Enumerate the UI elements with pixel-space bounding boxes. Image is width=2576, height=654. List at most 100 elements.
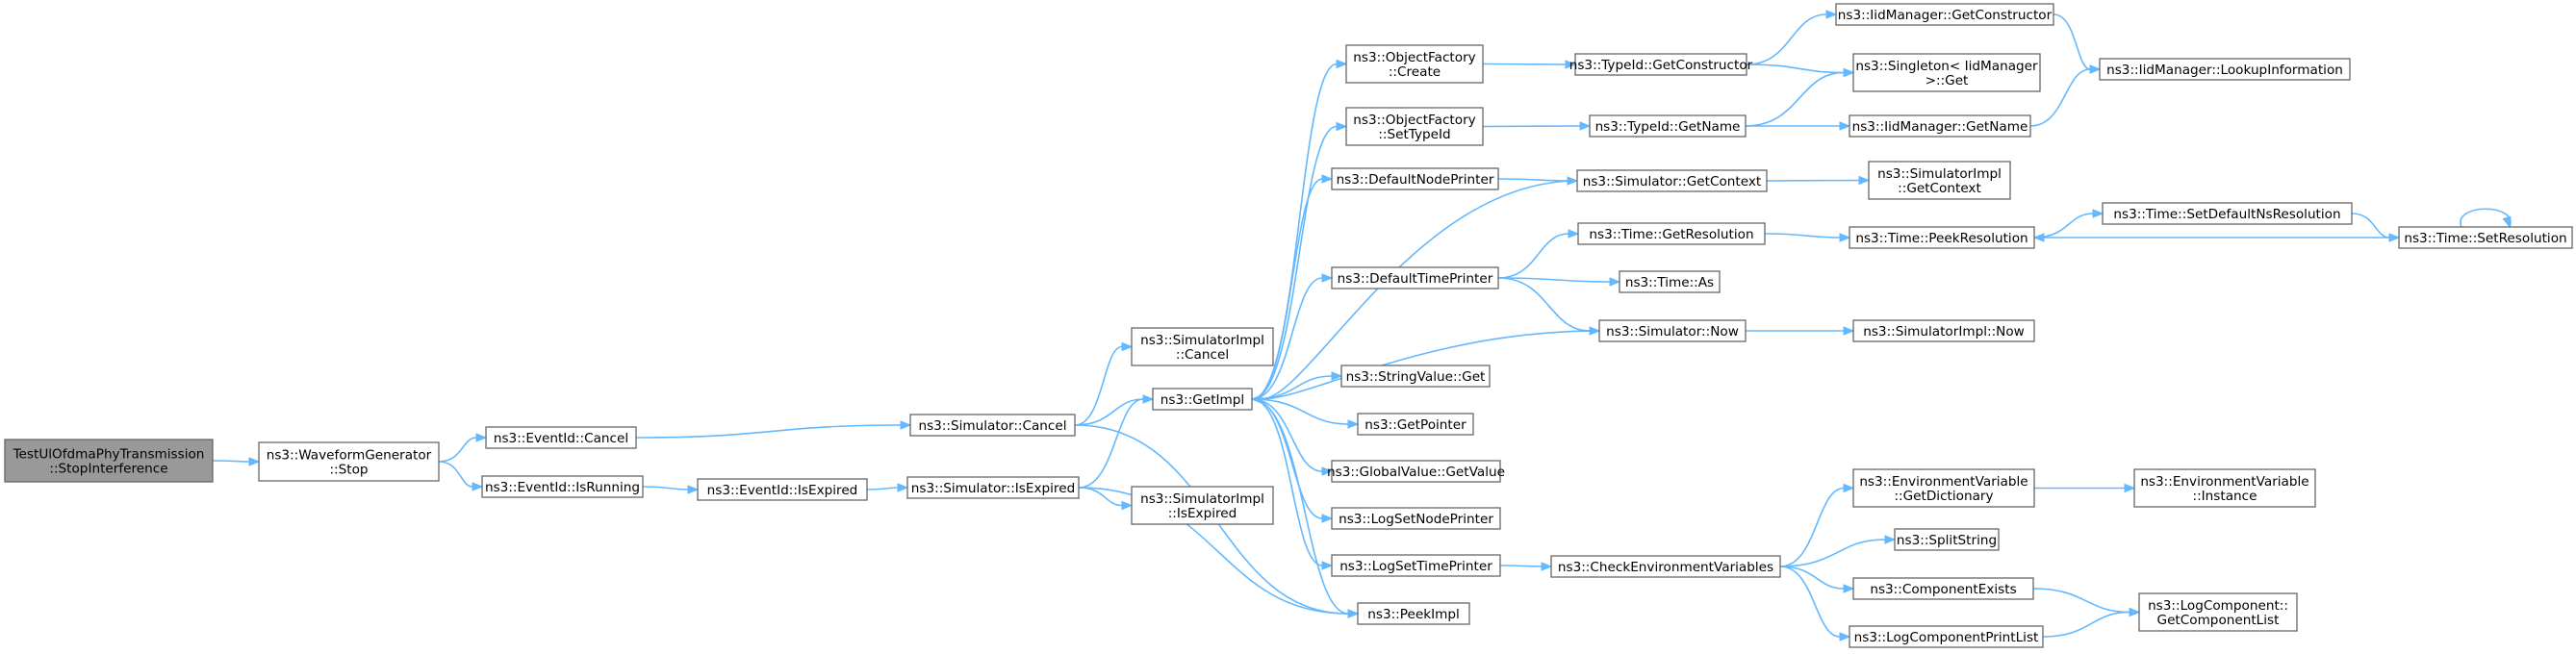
node-box: [1849, 625, 2044, 648]
node-componentexists[interactable]: ns3::ComponentExists: [1852, 577, 2034, 600]
node-defnodeprinter[interactable]: ns3::DefaultNodePrinter: [1331, 167, 1499, 190]
node-getimpl[interactable]: ns3::GetImpl: [1152, 388, 1253, 411]
node-box: [485, 426, 637, 449]
node-root[interactable]: TestUlOfdmaPhyTransmission::StopInterfer…: [4, 439, 214, 483]
edge-path: [1745, 71, 1845, 127]
edge-time-peekresolution-to-time-setdefaultnsres: [2033, 209, 2104, 239]
node-typeid-getconstructor[interactable]: ns3::TypeId::GetConstructor: [1569, 53, 1753, 76]
edge-arrowhead: [2032, 233, 2045, 242]
node-logcomponent-getcomponentlist[interactable]: ns3::LogComponent::GetComponentList: [2138, 592, 2298, 632]
node-box: [1619, 270, 1721, 293]
node-typeid-getname[interactable]: ns3::TypeId::GetName: [1589, 114, 1747, 138]
node-label: ns3::EnvironmentVariable: [1859, 474, 2028, 490]
node-simimpl-getcontext[interactable]: ns3::SimulatorImpl::GetContext: [1868, 161, 2011, 200]
node-deftimeprinter[interactable]: ns3::DefaultTimePrinter: [1331, 266, 1499, 289]
node-label: ns3::IidManager::LookupInformation: [2106, 63, 2343, 78]
node-checkenvvars[interactable]: ns3::CheckEnvironmentVariables: [1550, 555, 1781, 578]
node-eventid-isrunning[interactable]: ns3::EventId::IsRunning: [481, 475, 644, 498]
node-box: [4, 439, 214, 483]
node-box: [1852, 468, 2035, 508]
node-label: ns3::EventId::Cancel: [494, 431, 628, 446]
edge-path: [1078, 398, 1144, 489]
edge-path: [2460, 208, 2512, 228]
edge-arrowhead: [1347, 609, 1360, 618]
node-logsettimeprinter[interactable]: ns3::LogSetTimePrinter: [1331, 554, 1501, 577]
node-label: ns3::SimulatorImpl: [1877, 166, 2002, 182]
node-objf-create[interactable]: ns3::ObjectFactory::Create: [1345, 44, 1484, 84]
node-time-setdefaultnsres[interactable]: ns3::Time::SetDefaultNsResolution: [2102, 202, 2353, 225]
node-envvar-instance[interactable]: ns3::EnvironmentVariable::Instance: [2133, 468, 2316, 508]
edge-path: [1779, 566, 1845, 590]
node-simimpl-cancel[interactable]: ns3::SimulatorImpl::Cancel: [1131, 327, 1274, 366]
node-box: [1357, 602, 1470, 625]
node-sim-isexpired[interactable]: ns3::Simulator::IsExpired: [906, 476, 1080, 499]
node-eventid-isexpired[interactable]: ns3::EventId::IsExpired: [697, 478, 868, 501]
node-sim-getcontext[interactable]: ns3::Simulator::GetContext: [1576, 169, 1768, 192]
node-label: ns3::EventId::IsExpired: [707, 483, 858, 498]
edge-arrowhead: [2124, 483, 2136, 493]
edge-objf-settypeid-to-typeid-getname: [1482, 121, 1592, 131]
edge-path: [1078, 487, 1349, 615]
node-objf-settypeid[interactable]: ns3::ObjectFactory::SetTypeId: [1345, 107, 1484, 146]
node-stringvalue-get[interactable]: ns3::StringValue::Get: [1340, 365, 1491, 388]
edge-path: [1251, 398, 1323, 472]
node-sim-cancel[interactable]: ns3::Simulator::Cancel: [909, 414, 1076, 437]
node-label: ns3::Time::PeekResolution: [1855, 231, 2028, 246]
node-label: ns3::TypeId::GetName: [1595, 119, 1741, 135]
node-label: ns3::Singleton< IidManager: [1855, 59, 2038, 74]
node-label: ::Stop: [329, 463, 368, 478]
node-box: [1849, 226, 2035, 249]
node-box: [2099, 58, 2351, 81]
edge-path: [642, 486, 689, 490]
node-label: ::GetContext: [1898, 181, 1981, 196]
node-box: [1868, 161, 2011, 200]
node-logcomponentprintlist[interactable]: ns3::LogComponentPrintList: [1849, 625, 2044, 648]
node-time-getresolution[interactable]: ns3::Time::GetResolution: [1577, 222, 1766, 245]
edge-typeid-getconstructor-to-singleton-get: [1746, 63, 1855, 78]
edge-getimpl-to-globalvalue-getvalue: [1251, 398, 1334, 476]
edge-arrowhead: [2089, 64, 2102, 74]
node-box: [1331, 507, 1501, 530]
edge-iidm-getconstructor-to-iidm-lookupinfo: [2053, 13, 2102, 74]
node-envvar-getdictionary[interactable]: ns3::EnvironmentVariable::GetDictionary: [1852, 468, 2035, 508]
node-simimpl-now[interactable]: ns3::SimulatorImpl::Now: [1852, 319, 2035, 342]
node-time-setresolution[interactable]: ns3::Time::SetResolution: [2398, 226, 2573, 249]
edge-sim-isexpired-to-simimpl-isexpired: [1078, 487, 1134, 511]
edge-path: [2029, 68, 2091, 127]
node-logsetnodeprinter[interactable]: ns3::LogSetNodePrinter: [1331, 507, 1501, 530]
node-wg-stop[interactable]: ns3::WaveformGenerator::Stop: [258, 441, 440, 482]
node-time-peekresolution[interactable]: ns3::Time::PeekResolution: [1849, 226, 2035, 249]
edge-arrowhead: [897, 483, 909, 492]
node-iidm-getname[interactable]: ns3::IidManager::GetName: [1849, 114, 2031, 138]
edge-arrowhead: [1336, 59, 1348, 69]
node-label: ns3::Simulator::Cancel: [918, 418, 1066, 434]
node-sim-now[interactable]: ns3::Simulator::Now: [1598, 319, 1747, 342]
node-iidm-lookupinfo[interactable]: ns3::IidManager::LookupInformation: [2099, 58, 2351, 81]
node-peekimpl[interactable]: ns3::PeekImpl: [1357, 602, 1470, 625]
edge-path: [1261, 180, 1578, 400]
node-splitstring[interactable]: ns3::SplitString: [1894, 528, 2000, 551]
edge-arrowhead: [1843, 326, 1855, 336]
edge-logcomponentprintlist-to-logcomponent-getcomponentlist: [2042, 607, 2141, 638]
edge-time-getresolution-to-time-peekresolution: [1764, 233, 1851, 242]
edge-arrowhead: [1609, 277, 1621, 287]
node-iidm-getconstructor[interactable]: ns3::IidManager::GetConstructor: [1835, 3, 2054, 26]
edge-path: [2351, 213, 2390, 239]
node-getpointer[interactable]: ns3::GetPointer: [1357, 413, 1474, 436]
node-simimpl-isexpired[interactable]: ns3::SimulatorImpl::IsExpired: [1131, 486, 1274, 525]
edge-arrowhead: [1843, 67, 1855, 78]
node-label: ::Create: [1389, 64, 1441, 80]
edge-arrowhead: [1331, 371, 1343, 381]
node-box: [1131, 327, 1274, 366]
node-box: [1345, 44, 1484, 84]
node-time-as[interactable]: ns3::Time::As: [1619, 270, 1721, 293]
edge-wg-stop-to-eventid-cancel: [438, 433, 488, 463]
node-eventid-cancel[interactable]: ns3::EventId::Cancel: [485, 426, 637, 449]
edge-path: [1766, 179, 1860, 182]
edge-path: [1746, 63, 1845, 74]
node-box: [1331, 167, 1499, 190]
node-singleton-get[interactable]: ns3::Singleton< IidManager >::Get: [1852, 53, 2041, 92]
node-box: [1357, 413, 1474, 436]
node-globalvalue-getvalue[interactable]: ns3::GlobalValue::GetValue: [1327, 460, 1505, 483]
node-label: ns3::StringValue::Get: [1346, 369, 1486, 385]
